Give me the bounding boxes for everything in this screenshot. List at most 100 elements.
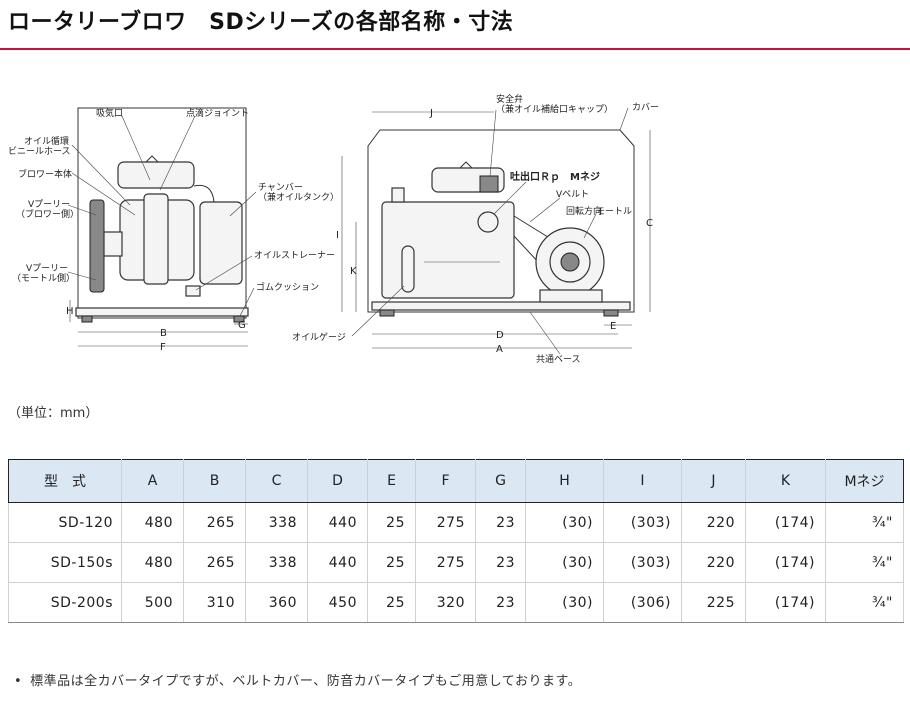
side-cover-outline (77, 107, 247, 319)
dim-D: D (496, 330, 504, 341)
label-safety-valve-1: 安全弁 (496, 93, 523, 105)
footnote: • 標準品は全カバータイプですが、ベルトカバー、防音カバータイプもご用意しておりま… (14, 670, 581, 689)
blower-diagram-svg: 吸気口 点滴ジョイント オイル循環 ビニールホース ブロワー本体 Vプーリー （… (8, 93, 659, 365)
label-oil-gauge: オイルゲージ (292, 331, 346, 343)
dim-I: I (336, 230, 339, 241)
cell: 310 (183, 582, 246, 623)
header-C: C (245, 459, 308, 503)
cell: 220 (681, 502, 746, 543)
cell: 265 (183, 502, 246, 543)
dim-H: H (66, 306, 74, 317)
side-chamber (199, 201, 243, 285)
cell: 23 (475, 582, 526, 623)
front-safety-valve (479, 175, 499, 193)
front-oil-gauge (401, 245, 415, 293)
cell: 265 (183, 542, 246, 583)
front-cushion-right (603, 309, 619, 317)
cell: 275 (415, 542, 476, 583)
cell: 440 (307, 542, 368, 583)
label-cover: カバー (632, 102, 659, 113)
label-v-belt: Vベルト (556, 190, 589, 200)
cell: 25 (367, 542, 416, 583)
label-v-pulley-blower-1: Vプーリー (28, 199, 70, 210)
table-row: SD-200s 500 310 360 450 25 320 23 (30) (… (8, 582, 904, 623)
cell-model: SD-150s (8, 542, 122, 583)
label-common-base: 共通ベース (536, 354, 581, 365)
dim-C: C (646, 218, 653, 229)
table-row: SD-120 480 265 338 440 25 275 23 (30) (3… (8, 502, 904, 543)
cell: 338 (245, 542, 308, 583)
cell: 220 (681, 542, 746, 583)
dim-F: F (160, 342, 166, 353)
cell: ¾" (825, 582, 904, 623)
cell: 320 (415, 582, 476, 623)
side-blower-rotor (143, 193, 169, 285)
cell: 480 (121, 542, 184, 583)
cell: (306) (603, 582, 682, 623)
side-intake-silencer (117, 161, 195, 189)
cell: 360 (245, 582, 308, 623)
cell: (30) (525, 502, 604, 543)
cell: (174) (745, 542, 826, 583)
title-divider (0, 48, 910, 50)
cell: (174) (745, 582, 826, 623)
side-cushion-left (81, 315, 93, 323)
front-cushion-left (379, 309, 395, 317)
cell-model: SD-200s (8, 582, 122, 623)
side-wing-nut (145, 155, 159, 163)
cell: 225 (681, 582, 746, 623)
table-header-row: 型 式 A B C D E F G H I J K Mネジ (8, 459, 904, 503)
side-cushion-right (233, 315, 245, 323)
header-B: B (183, 459, 246, 503)
header-D: D (307, 459, 368, 503)
cell: 440 (307, 502, 368, 543)
cell: ¾" (825, 542, 904, 583)
cell: 480 (121, 502, 184, 543)
unit-note: （単位：mm） (8, 406, 99, 421)
dim-J: J (429, 108, 433, 119)
cell: 450 (307, 582, 368, 623)
cell: 338 (245, 502, 308, 543)
label-v-pulley-motor-2: （モートル側） (12, 272, 75, 284)
front-outlet (477, 211, 499, 233)
dim-K: K (350, 266, 357, 277)
cell: 25 (367, 582, 416, 623)
front-motor-foot (539, 289, 603, 303)
label-blower-body: ブロワー本体 (18, 168, 72, 180)
header-m-thread: Mネジ (825, 459, 904, 503)
label-rotation: 回転方向 (566, 205, 602, 217)
side-shaft (103, 231, 123, 257)
cell: 275 (415, 502, 476, 543)
side-view: 吸気口 点滴ジョイント オイル循環 ビニールホース ブロワー本体 Vプーリー （… (8, 107, 339, 353)
label-v-pulley-blower-2: （ブロワー側） (16, 208, 79, 220)
side-oil-hose (193, 184, 215, 203)
dim-A: A (496, 344, 503, 355)
front-common-base (371, 301, 631, 311)
side-base (75, 307, 249, 317)
cell: (303) (603, 542, 682, 583)
dimension-drawing: 吸気口 点滴ジョイント オイル循環 ビニールホース ブロワー本体 Vプーリー （… (0, 90, 910, 380)
table-row: SD-150s 480 265 338 440 25 275 23 (30) (… (8, 542, 904, 583)
page-title: ロータリーブロワ SDシリーズの各部名称・寸法 (8, 10, 514, 35)
cell: 23 (475, 502, 526, 543)
cell: (303) (603, 502, 682, 543)
spec-table: 型 式 A B C D E F G H I J K Mネジ SD-120 480… (8, 459, 904, 623)
label-motor: モートル (596, 207, 632, 217)
cell: (30) (525, 542, 604, 583)
cell: (30) (525, 582, 604, 623)
cell: (174) (745, 502, 826, 543)
header-G: G (475, 459, 526, 503)
label-chamber-1: チャンバー (258, 182, 303, 193)
label-rubber-cushion: ゴムクッション (256, 281, 319, 293)
label-oil-hose-1: オイル循環 (24, 135, 69, 147)
label-chamber-2: （兼オイルタンク） (258, 191, 339, 203)
footnote-text: 標準品は全カバータイプですが、ベルトカバー、防音カバータイプもご用意しております… (30, 674, 582, 689)
bullet-icon: • (14, 674, 23, 689)
header-H: H (525, 459, 604, 503)
label-oil-strainer: オイルストレーナー (254, 250, 335, 261)
header-K: K (745, 459, 826, 503)
dim-E: E (610, 321, 616, 332)
label-intake: 吸気口 (96, 107, 123, 119)
dim-G: G (238, 320, 246, 331)
label-outlet: 吐出口Ｒｐ Mネジ (510, 170, 600, 184)
